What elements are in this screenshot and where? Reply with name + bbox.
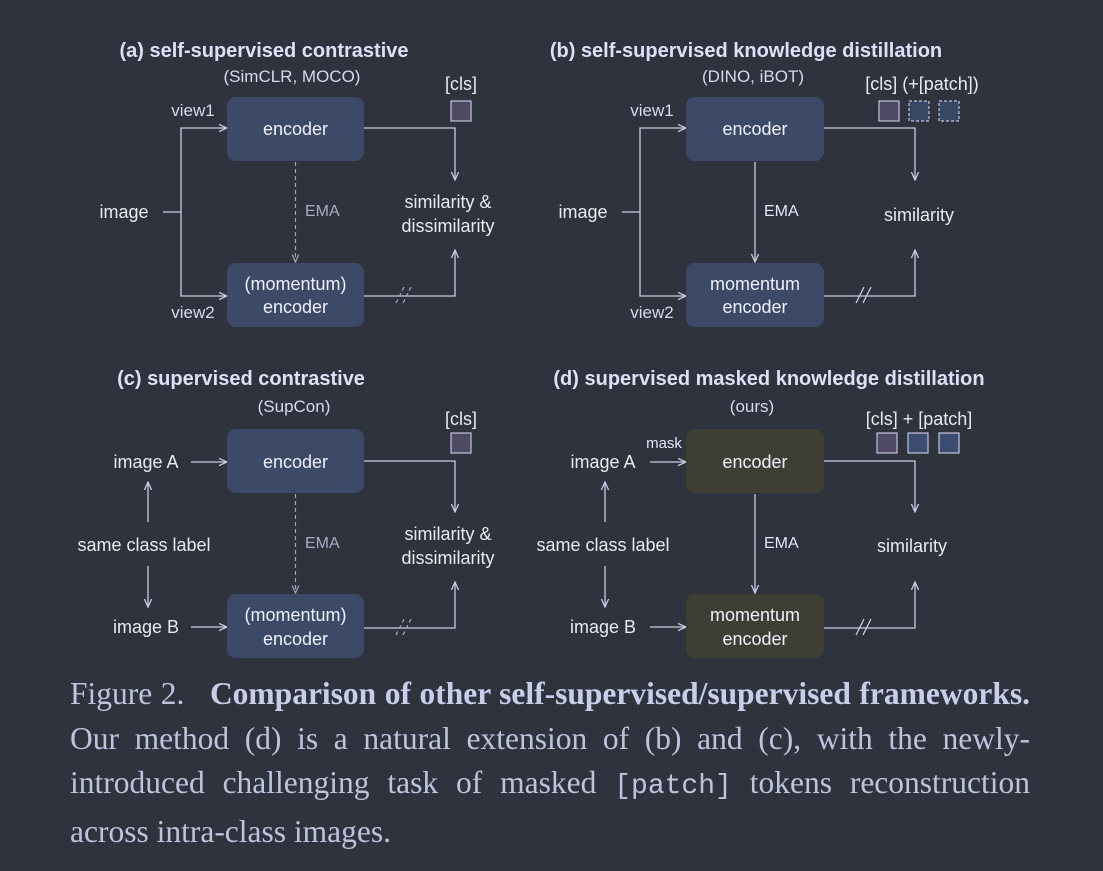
encoder-label: encoder bbox=[722, 119, 787, 139]
figure-label: Figure 2. bbox=[70, 676, 185, 711]
view1-arrow bbox=[180, 128, 227, 212]
stop-gradient-mark bbox=[395, 618, 412, 636]
momentum-output-arrow bbox=[364, 582, 455, 629]
optional-patch-token bbox=[908, 100, 930, 122]
momentum-encoder-label: encoder bbox=[722, 297, 787, 317]
cls-token bbox=[450, 100, 472, 122]
momentum-encoder-box bbox=[227, 263, 364, 327]
ema-label: EMA bbox=[764, 535, 799, 552]
token-label: [cls] (+[patch]) bbox=[865, 74, 979, 94]
cls-token bbox=[878, 100, 900, 122]
objective-label: similarity & bbox=[404, 192, 491, 212]
ema-label: EMA bbox=[305, 203, 340, 220]
panel-subtitle: (SimCLR, MOCO) bbox=[224, 67, 361, 86]
cls-token bbox=[876, 432, 898, 454]
objective-label-2: dissimilarity bbox=[401, 548, 494, 568]
encoder-output-arrow bbox=[824, 127, 915, 180]
view1-label: view1 bbox=[630, 101, 673, 120]
image-b-label: image B bbox=[570, 617, 636, 637]
panel-subtitle: (SupCon) bbox=[258, 397, 331, 416]
caption-title: Comparison of other self-supervised/supe… bbox=[209, 676, 1030, 711]
objective-label-2: dissimilarity bbox=[401, 216, 494, 236]
patch-code: [patch] bbox=[614, 771, 732, 802]
encoder-label: encoder bbox=[722, 452, 787, 472]
figure-caption: Figure 2. Comparison of other self-super… bbox=[70, 672, 1030, 854]
momentum-output-arrow bbox=[364, 250, 455, 297]
momentum-encoder-box bbox=[227, 594, 364, 658]
patch-token bbox=[907, 432, 929, 454]
encoder-output-arrow bbox=[824, 460, 915, 512]
encoder-box bbox=[686, 97, 824, 161]
stop-gradient-mark bbox=[395, 286, 412, 304]
token-label: [cls] + [patch] bbox=[866, 409, 973, 429]
panel-subtitle: (DINO, iBOT) bbox=[702, 67, 804, 86]
view2-label: view2 bbox=[630, 303, 673, 322]
class-label: same class label bbox=[77, 535, 210, 555]
view1-arrow bbox=[639, 128, 686, 212]
cls-token-label: [cls] bbox=[445, 74, 477, 94]
cls-token bbox=[450, 432, 472, 454]
patch-token bbox=[938, 432, 960, 454]
panel-title: (a) self-supervised contrastive bbox=[120, 40, 409, 62]
mask-label: mask bbox=[646, 435, 682, 452]
momentum-output-arrow bbox=[824, 582, 915, 629]
class-label: same class label bbox=[536, 535, 669, 555]
view2-arrow bbox=[180, 212, 227, 296]
stop-gradient-mark bbox=[855, 286, 872, 304]
momentum-label: (momentum) bbox=[244, 274, 346, 294]
optional-patch-token bbox=[938, 100, 960, 122]
momentum-output-arrow bbox=[824, 250, 915, 297]
encoder-box bbox=[227, 429, 364, 493]
image-b-label: image B bbox=[113, 617, 179, 637]
encoder-output-arrow bbox=[364, 460, 455, 512]
momentum-label: momentum bbox=[710, 605, 800, 625]
view2-arrow bbox=[639, 212, 686, 296]
panel-a: (a) self-supervised contrastive (SimCLR,… bbox=[99, 40, 495, 327]
panel-c: (c) supervised contrastive (SupCon) imag… bbox=[77, 368, 495, 658]
objective-label: similarity & bbox=[404, 524, 491, 544]
momentum-label: momentum bbox=[710, 274, 800, 294]
panel-d: (d) supervised masked knowledge distilla… bbox=[536, 368, 985, 658]
momentum-label: (momentum) bbox=[244, 605, 346, 625]
momentum-encoder-box bbox=[686, 594, 824, 658]
encoder-box bbox=[686, 429, 824, 493]
image-a-label: image A bbox=[113, 452, 178, 472]
view1-label: view1 bbox=[171, 101, 214, 120]
cls-token-label: [cls] bbox=[445, 409, 477, 429]
image-a-label: image A bbox=[570, 452, 635, 472]
encoder-output-arrow bbox=[364, 127, 455, 180]
panel-title: (b) self-supervised knowledge distillati… bbox=[550, 40, 942, 62]
stop-gradient-mark bbox=[855, 618, 872, 636]
input-image-label: image bbox=[99, 202, 148, 222]
view2-label: view2 bbox=[171, 303, 214, 322]
encoder-label: encoder bbox=[263, 119, 328, 139]
input-image-label: image bbox=[558, 202, 607, 222]
panel-title: (d) supervised masked knowledge distilla… bbox=[553, 368, 984, 390]
ema-label: EMA bbox=[764, 203, 799, 220]
caption-body-end: tokens reconstruction across intra-class… bbox=[70, 765, 1031, 849]
objective-label: similarity bbox=[877, 536, 947, 556]
panel-b: (b) self-supervised knowledge distillati… bbox=[550, 40, 979, 327]
panel-title: (c) supervised contrastive bbox=[117, 368, 365, 390]
caption-body: Our method (d) is a natural extension of… bbox=[70, 720, 1030, 801]
momentum-encoder-label: encoder bbox=[263, 629, 328, 649]
momentum-encoder-label: encoder bbox=[722, 629, 787, 649]
panel-subtitle: (ours) bbox=[730, 397, 774, 416]
momentum-encoder-box bbox=[686, 263, 824, 327]
objective-label: similarity bbox=[884, 205, 954, 225]
momentum-encoder-label: encoder bbox=[263, 297, 328, 317]
encoder-label: encoder bbox=[263, 452, 328, 472]
encoder-box bbox=[227, 97, 364, 161]
ema-label: EMA bbox=[305, 535, 340, 552]
framework-comparison-diagram: (a) self-supervised contrastive (SimCLR,… bbox=[77, 40, 985, 658]
